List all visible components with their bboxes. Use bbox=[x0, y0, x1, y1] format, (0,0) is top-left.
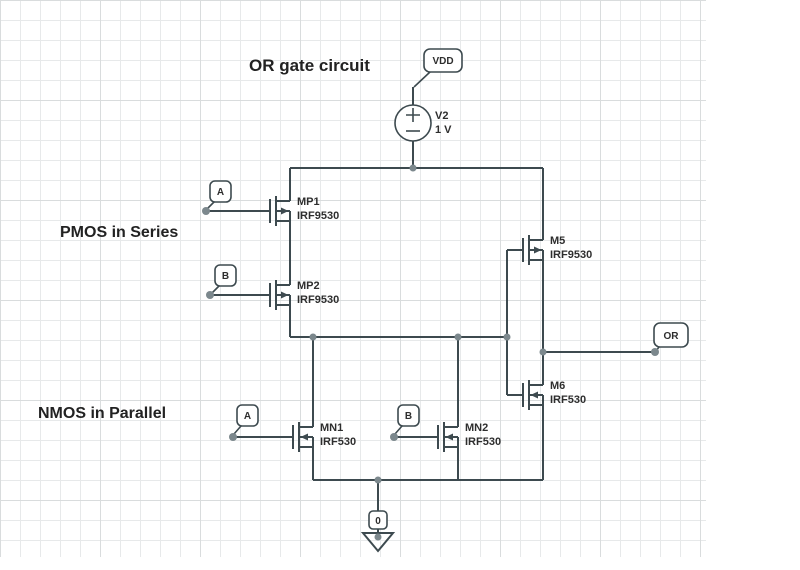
junction-dots bbox=[309, 164, 547, 484]
ground-symbol[interactable]: 0 bbox=[360, 510, 396, 553]
m5-model: IRF9530 bbox=[550, 249, 592, 261]
net-label-b-nmos[interactable]: B bbox=[390, 404, 420, 441]
transistor-m6[interactable]: M6 IRF530 bbox=[506, 368, 586, 422]
net-label-a-pmos[interactable]: A bbox=[202, 180, 232, 215]
voltage-source-body bbox=[394, 104, 432, 142]
mn2-name: MN2 bbox=[465, 422, 488, 434]
ground-triangle-icon bbox=[360, 532, 396, 553]
nmos-symbol bbox=[506, 368, 544, 422]
b-label-text: B bbox=[405, 411, 412, 422]
mn1-name: MN1 bbox=[320, 422, 343, 434]
grid-paper bbox=[0, 0, 706, 557]
connector-tail bbox=[413, 71, 431, 88]
junction-dot bbox=[409, 164, 417, 172]
gnd-label-box[interactable] bbox=[368, 510, 388, 530]
m6-name: M6 bbox=[550, 380, 565, 392]
m6-model: IRF530 bbox=[550, 394, 586, 406]
voltage-source-v2[interactable]: V2 1 V bbox=[394, 104, 452, 142]
annotation-nmos-parallel: NMOS in Parallel bbox=[38, 405, 166, 422]
transistor-mp1[interactable]: MP1 IRF9530 bbox=[253, 184, 339, 238]
nmos-symbol bbox=[421, 410, 459, 464]
junction-dot bbox=[539, 348, 547, 356]
wire-segments[interactable] bbox=[206, 87, 655, 533]
pmos-symbol bbox=[506, 223, 544, 277]
b-label-text: B bbox=[222, 271, 229, 282]
terminal-dot bbox=[651, 348, 659, 356]
a-label-box[interactable] bbox=[236, 404, 259, 427]
mn1-model: IRF530 bbox=[320, 436, 356, 448]
gnd-label-text: 0 bbox=[375, 516, 381, 527]
a-label-text: A bbox=[244, 411, 251, 422]
junction-dot bbox=[309, 333, 317, 341]
schematic-title: OR gate circuit bbox=[249, 56, 370, 75]
vdd-label-box[interactable] bbox=[423, 48, 463, 73]
mp2-model: IRF9530 bbox=[297, 294, 339, 306]
annotation-pmos-series: PMOS in Series bbox=[60, 224, 178, 241]
net-label-or[interactable]: OR bbox=[651, 322, 689, 356]
junction-dot bbox=[374, 476, 382, 484]
m5-name: M5 bbox=[550, 235, 565, 247]
connector-tail bbox=[394, 425, 403, 435]
nmos-symbol bbox=[276, 410, 314, 464]
terminal-dot bbox=[202, 207, 210, 215]
connector-tail bbox=[233, 425, 242, 435]
net-label-vdd[interactable]: VDD bbox=[413, 48, 463, 88]
junction-dot bbox=[503, 333, 511, 341]
terminal-dot bbox=[206, 291, 214, 299]
transistor-mn2[interactable]: MN2 IRF530 bbox=[421, 410, 501, 464]
vdd-label-text: VDD bbox=[432, 56, 453, 67]
mp2-name: MP2 bbox=[297, 280, 320, 292]
pmos-symbol bbox=[253, 268, 291, 322]
pmos-symbol bbox=[253, 184, 291, 238]
net-label-a-nmos[interactable]: A bbox=[229, 404, 259, 441]
voltage-source-value: 1 V bbox=[435, 124, 452, 136]
a-label-text: A bbox=[217, 187, 224, 198]
mp1-model: IRF9530 bbox=[297, 210, 339, 222]
transistor-m5[interactable]: M5 IRF9530 bbox=[506, 223, 592, 277]
terminal-dot bbox=[229, 433, 237, 441]
or-label-box[interactable] bbox=[653, 322, 689, 348]
plus-sign-icon bbox=[406, 108, 420, 122]
or-label-text: OR bbox=[664, 331, 680, 342]
b-label-box[interactable] bbox=[397, 404, 420, 427]
a-label-box[interactable] bbox=[209, 180, 232, 203]
b-label-box[interactable] bbox=[214, 264, 237, 287]
terminal-dot bbox=[390, 433, 398, 441]
terminal-dot bbox=[374, 533, 382, 541]
transistor-mn1[interactable]: MN1 IRF530 bbox=[276, 410, 356, 464]
net-label-b-pmos[interactable]: B bbox=[206, 264, 237, 299]
transistor-mp2[interactable]: MP2 IRF9530 bbox=[253, 268, 339, 322]
voltage-source-name: V2 bbox=[435, 110, 448, 122]
connector-tail bbox=[211, 285, 220, 294]
mp1-name: MP1 bbox=[297, 196, 320, 208]
mn2-model: IRF530 bbox=[465, 436, 501, 448]
junction-dot bbox=[454, 333, 462, 341]
